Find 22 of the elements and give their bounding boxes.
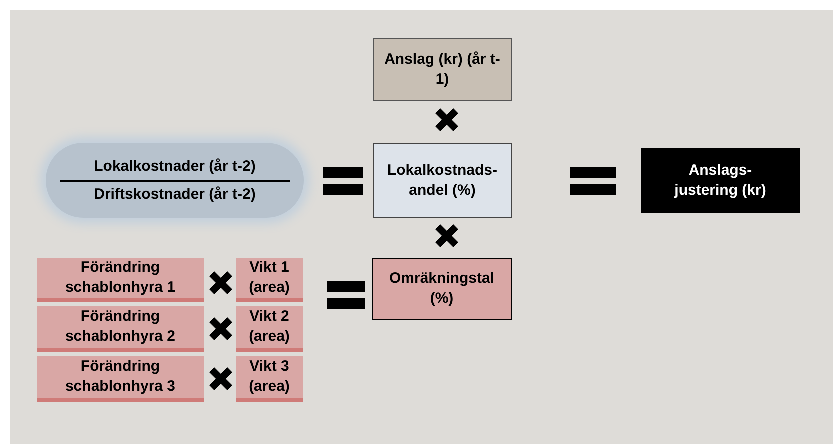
box-label: Förändring schablonhyra 3 [64,357,177,397]
box-label: Anslag (kr) (år t-1) [384,50,502,90]
result-box [641,148,800,213]
box-label: Vikt 1 (area) [248,258,291,298]
box-label: Omräkningstal (%) [388,269,496,309]
value-box [372,258,512,320]
value-box [373,38,512,101]
box-label: Förändring schablonhyra 2 [64,307,177,347]
value-box [37,258,204,302]
value-box [236,258,303,302]
denominator-text: Driftskostnader (år t-2) [94,184,256,204]
box-label: Anslags-justering (kr) [673,160,768,200]
value-box [236,306,303,352]
box-label: Förändring schablonhyra 1 [64,258,177,298]
box-label: Lokalkostnads-andel (%) [386,160,499,200]
numerator-text: Lokalkostnader (år t-2) [94,156,256,176]
value-box [37,356,204,402]
value-box [37,306,204,352]
box-label: Vikt 2 (area) [248,307,291,347]
value-box [373,143,512,218]
value-box [236,356,303,402]
box-label: Vikt 3 (area) [248,357,291,397]
